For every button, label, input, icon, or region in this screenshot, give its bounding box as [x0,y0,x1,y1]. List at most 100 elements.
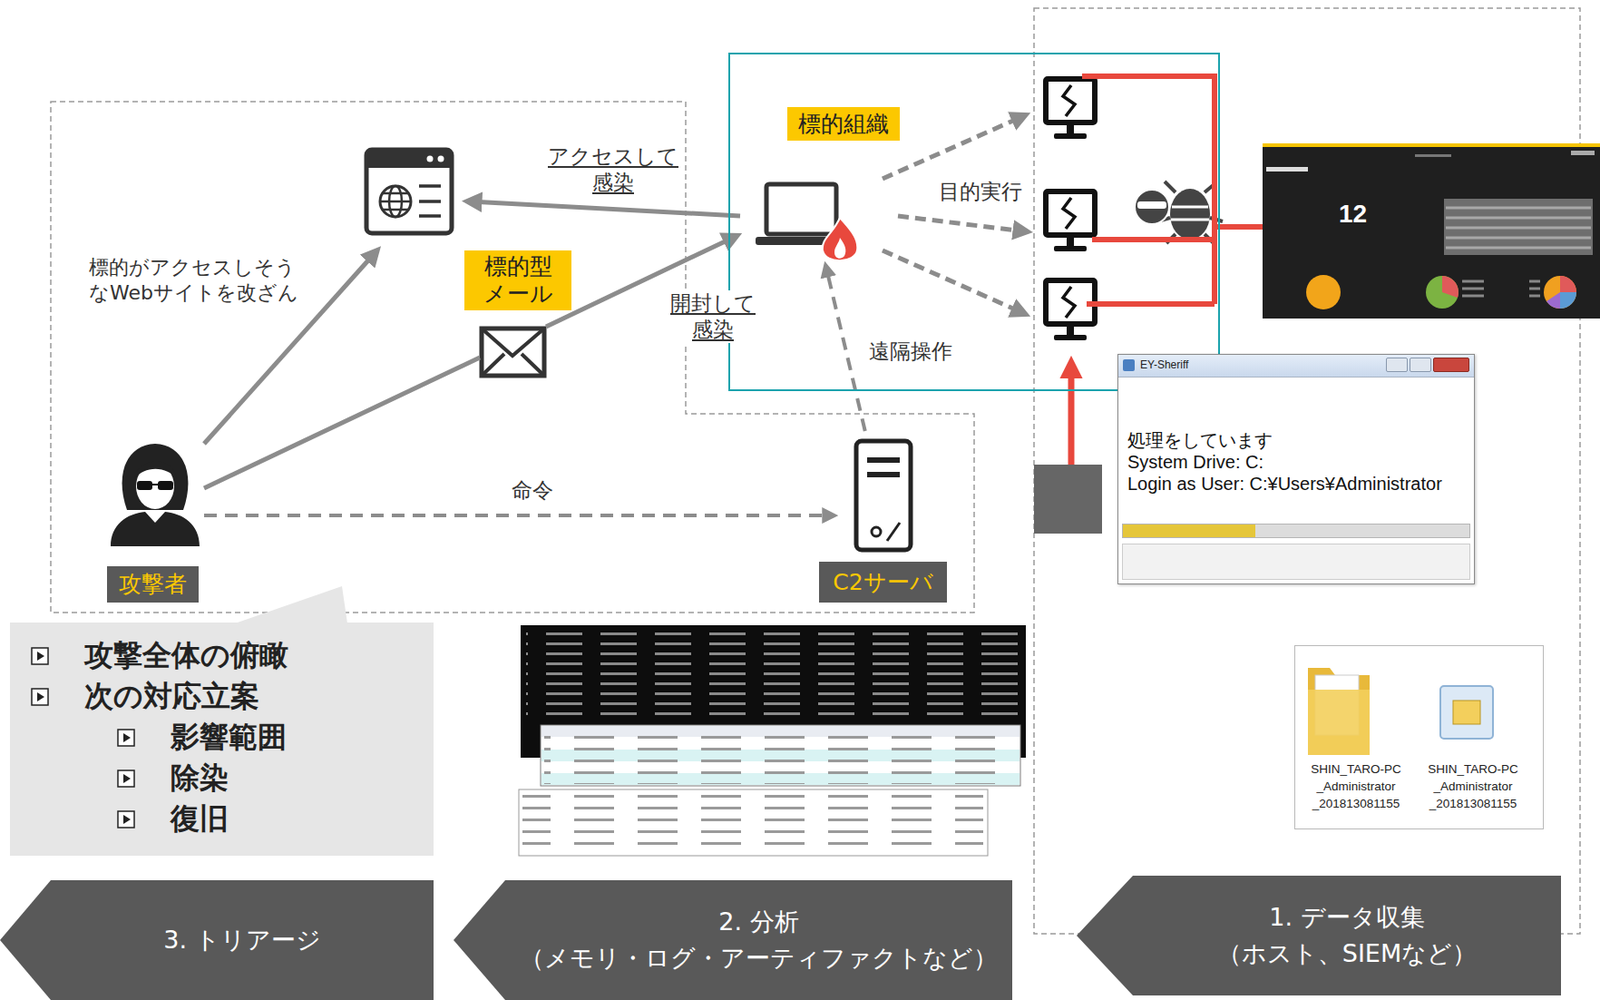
access-arrow [469,201,741,216]
step-chevron: 2. 分析（メモリ・ログ・アーティファクトなど） [453,879,1013,1000]
dashboard-caption [1414,154,1452,157]
attacker-body [110,511,200,547]
archive-icon [1440,685,1493,739]
bullet-arrow [123,814,131,824]
node-text: SHIN_TARO-PC _Administrator _20181308115… [1302,760,1410,813]
monitor-icon [1045,280,1095,341]
bullet-frame [31,688,49,705]
dashboard-chart [1546,292,1561,309]
chevron-text-box: 3. トリアージ [50,879,434,1000]
terminal-lines [526,627,1021,722]
dashboard-chart [1560,275,1577,293]
dashboard-panel: 12 [1262,143,1600,319]
attacker-shades [157,480,174,490]
bullet-icon [117,769,136,788]
chevron-text-box: 2. 分析（メモリ・ログ・アーティファクトなど） [505,879,1013,1000]
bullet-frame [117,729,135,746]
laptop-screen [766,184,837,235]
folder-front [1307,689,1370,755]
minimize-button [1385,357,1408,372]
server-led [871,526,881,537]
attacker-bangs [134,460,177,479]
file-panel-ground [1294,644,1544,830]
chevron-text-box: 1. データ収集（ホスト、SIEMなど） [1132,875,1561,996]
file-table-shot [518,789,988,856]
step-text: 1. データ収集 [1268,898,1425,937]
table-lines [544,726,1016,784]
file-panel: SHIN_TARO-PC _Administrator _20181308115… [1294,644,1544,830]
server-node: C2サーバ [819,439,947,603]
server-case [856,440,911,550]
table-shot [540,724,1021,786]
bullet-arrow [37,692,45,702]
mail-envelope [481,328,545,376]
callout-box: 攻撃全体の俯瞰次の対応立案影響範囲除染復旧 [9,622,434,856]
flame-core [834,237,846,259]
server-icon [856,440,911,550]
connector [204,357,480,488]
laptop-icon [755,184,858,261]
progress-bar [1121,523,1471,538]
title-bar: EY-Sheriff [1118,354,1474,378]
bug-stripes [1170,206,1210,220]
spread-arrow [882,250,1024,313]
malware-bug [1134,181,1223,244]
dashboard-caption [1570,150,1595,156]
bug-body [1170,188,1210,240]
file-table-lines [522,790,984,853]
close-button [1433,357,1470,372]
node-text: C2サーバ [819,561,947,603]
status-line: System Drive: C: [1127,450,1443,473]
dashboard-chart [1543,275,1577,309]
bullet-icon [117,728,136,747]
app-icon [1122,359,1135,371]
window-title: EY-Sheriff [1140,358,1189,371]
step-text: （メモリ・ログ・アーティファクトなど） [519,939,998,977]
chevron-fill [1076,875,1561,996]
bullet-frame [117,770,135,787]
monitor-icon [1045,78,1095,139]
edge-label: 遠隔操作 [867,338,955,365]
server-slot [867,471,900,478]
bullet-arrow [37,651,45,661]
bullet-icon [117,809,136,829]
envelope-flap [481,328,545,376]
connector [204,513,832,518]
globe-lines [380,193,411,210]
bullet-row: 除染 [9,757,434,799]
connector [826,267,866,431]
dashboard-bar [1266,166,1308,172]
dashboard-topline [1262,143,1600,147]
hacker-head [1134,189,1170,225]
window-panel [1121,543,1471,580]
archive-inner [1453,700,1481,724]
page-lines [419,185,441,216]
browser-bar [366,149,452,168]
edge-label: 開封して 感染 [663,290,763,343]
mail-node: 標的型 メール [464,250,572,378]
dashboard-chart [1306,274,1341,310]
step-text: 2. 分析 [718,903,799,941]
bullet-text: 次の対応立案 [84,676,260,717]
tool-window: EY-Sheriff処理をしていますSystem Drive: C:Login … [1117,353,1475,585]
dashboard-ground [1262,143,1600,319]
attacker-zone [50,101,975,613]
collect-arrow [1068,364,1075,465]
actor-node: 攻撃者 [107,443,205,603]
bullet-text: 除染 [170,758,229,799]
server-slot [867,457,900,463]
step-chevron: 1. データ収集（ホスト、SIEMなど） [1076,875,1561,996]
chevron-shape [1076,875,1561,996]
bullet-row: 次の対応立案 [9,675,434,717]
status-line: 処理をしています [1127,429,1443,451]
progress-fill [1122,524,1256,537]
collection-wire [1082,76,1263,304]
spread-arrow [897,215,1025,232]
web-icon [366,149,452,234]
edge-label: 命令 [509,477,556,504]
chevron-fill [453,879,1013,1000]
spread-arrow [882,116,1024,179]
chevron-shape [453,879,1013,1000]
browser-dot [427,156,434,163]
attacker-hair [122,443,189,510]
